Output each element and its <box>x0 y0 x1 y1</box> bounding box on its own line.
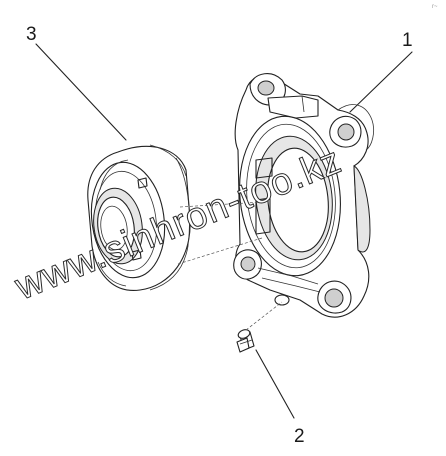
grease-axis-line <box>245 301 283 331</box>
corner-mark: r~ <box>432 4 438 10</box>
leader-3 <box>35 43 127 141</box>
part-1-flange-housing <box>233 73 374 318</box>
leader-1 <box>349 51 413 113</box>
callout-label-2: 2 <box>294 426 305 447</box>
callout-label-3: 3 <box>26 24 37 45</box>
leader-2 <box>255 349 295 419</box>
part-2-grease-nipple <box>236 329 255 353</box>
part-3-bearing <box>87 144 191 291</box>
callout-label-1: 1 <box>402 30 413 51</box>
axis-line-upper <box>179 201 263 208</box>
